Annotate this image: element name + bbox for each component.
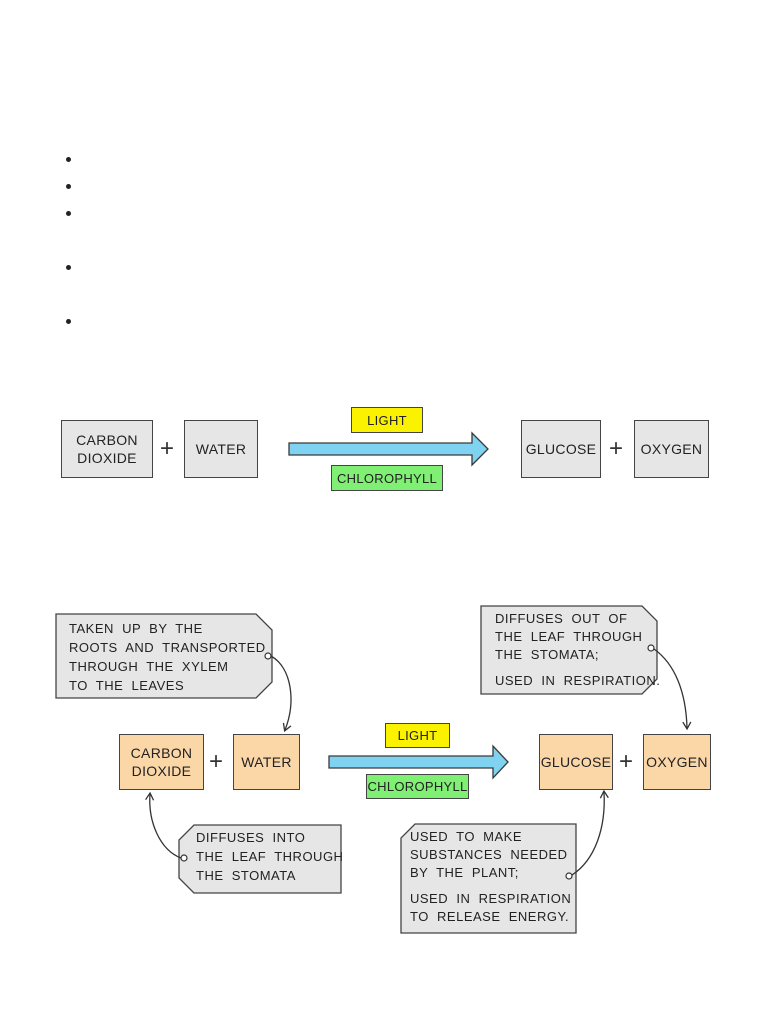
bullet-point	[66, 265, 71, 270]
bullet-point	[66, 157, 71, 162]
note-line: DIFFUSES OUT OF	[495, 611, 628, 626]
note-carbon-dioxide-shape	[178, 824, 342, 894]
note-line: DIFFUSES INTO	[196, 830, 306, 845]
note-line: USED TO MAKE	[410, 829, 522, 844]
note-line: USED IN RESPIRATION.	[495, 672, 661, 688]
note-glucose-shape	[400, 823, 577, 934]
product-oxygen: OXYGEN	[643, 734, 711, 790]
note-line: THE LEAF THROUGH	[495, 629, 643, 645]
note-line: TO RELEASE ENERGY.	[410, 908, 570, 924]
reactant-water: WATER	[233, 734, 300, 790]
product-glucose: GLUCOSE	[539, 734, 613, 790]
note-carbon-dioxide: DIFFUSES INTO THE LEAF THROUGH THE STOMA…	[196, 829, 343, 886]
note-line: TO THE LEAVES	[69, 677, 185, 693]
reaction-arrow	[288, 431, 489, 467]
bullet-point	[66, 319, 71, 324]
note-line: TAKEN UP BY THE	[69, 621, 203, 636]
note-line: THE STOMATA	[196, 867, 296, 883]
note-line: THE LEAF THROUGH	[196, 848, 344, 864]
plus-sign: +	[609, 435, 624, 462]
note-line	[410, 883, 571, 890]
note-oxygen: DIFFUSES OUT OF THE LEAF THROUGH THE STO…	[495, 610, 660, 690]
reactant-carbon-dioxide: CARBON DIOXIDE	[119, 734, 204, 790]
reactant-water: WATER	[184, 420, 258, 478]
note-line: THE STOMATA;	[495, 647, 600, 663]
note-line	[495, 665, 660, 672]
product-oxygen: OXYGEN	[634, 420, 709, 478]
plus-sign: +	[160, 435, 175, 462]
note-glucose: USED TO MAKE SUBSTANCES NEEDED BY THE PL…	[410, 828, 571, 926]
reactant-carbon-dioxide: CARBON DIOXIDE	[61, 420, 153, 478]
note-line: THROUGH THE XYLEM	[69, 658, 229, 674]
product-glucose: GLUCOSE	[521, 420, 601, 478]
condition-chlorophyll: CHLOROPHYLL	[331, 465, 443, 491]
note-oxygen-shape	[480, 605, 658, 695]
note-water-shape	[55, 613, 273, 699]
bullet-point	[66, 211, 71, 216]
condition-light: LIGHT	[351, 407, 423, 433]
condition-chlorophyll: CHLOROPHYLL	[366, 774, 469, 799]
note-water: TAKEN UP BY THE ROOTS AND TRANSPORTED TH…	[69, 620, 266, 695]
plus-sign: +	[619, 748, 634, 775]
note-line: BY THE PLANT;	[410, 865, 519, 881]
note-line: ROOTS AND TRANSPORTED	[69, 639, 266, 655]
reaction-arrow	[328, 744, 509, 780]
plus-sign: +	[209, 748, 224, 775]
condition-light: LIGHT	[385, 723, 450, 748]
note-line: USED IN RESPIRATION	[410, 890, 572, 906]
note-line: SUBSTANCES NEEDED	[410, 847, 568, 863]
bullet-point	[66, 184, 71, 189]
